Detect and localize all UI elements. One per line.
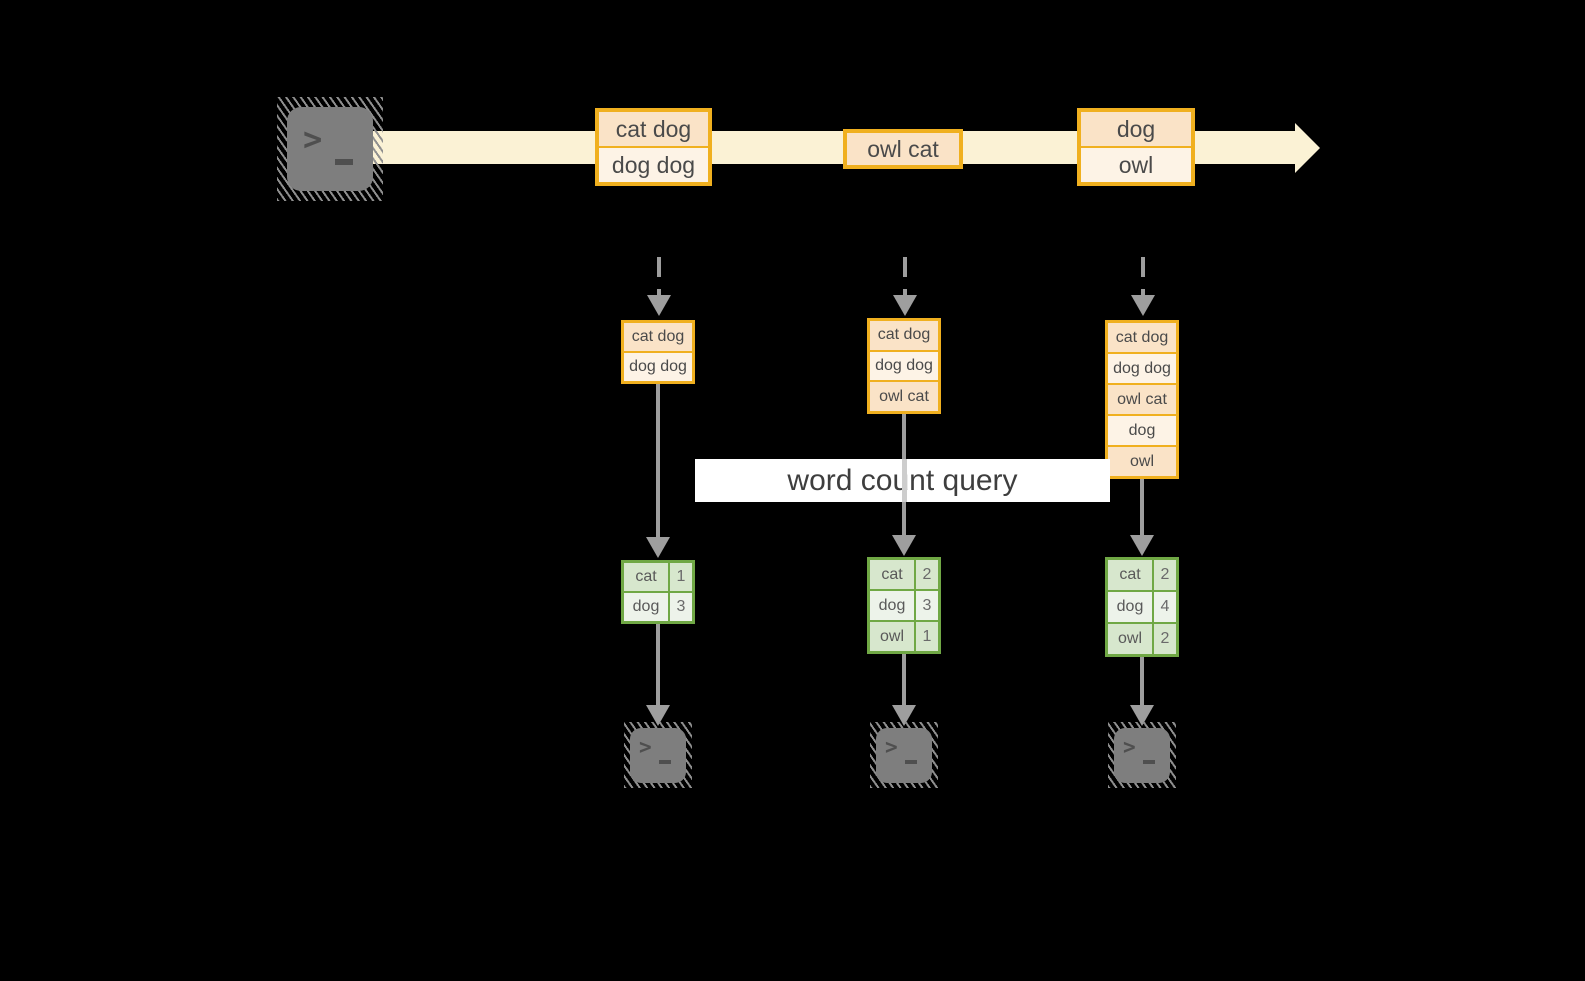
accumulator-box: cat dog dog dog owl cat dog owl [1105,320,1179,479]
accumulator-box: cat dog dog dog owl cat [867,318,941,414]
prompt-underscore-icon [905,760,917,764]
count-row: cat 1 [624,563,692,593]
flow-arrow-icon [1129,479,1155,556]
count-table: cat 2 dog 4 owl 2 [1105,557,1179,657]
count-table: cat 1 dog 3 [621,560,695,624]
prompt-underscore-icon [1143,760,1155,764]
flow-arrow-icon [891,654,917,726]
count-row: dog 3 [624,593,692,621]
accumulator-row: dog dog [870,351,938,383]
accumulator-box: cat dog dog dog [621,320,695,384]
word-cell: owl [870,622,916,651]
prompt-icon: > [303,120,323,158]
accumulator-row: owl cat [1108,385,1176,416]
prompt-icon: > [885,735,898,759]
accumulator-row: cat dog [870,321,938,352]
stream-event-box: cat dog dog dog [595,108,712,186]
flow-arrow-icon [1129,657,1155,726]
count-cell: 2 [1154,560,1176,590]
dashed-arrow-icon [646,257,672,316]
count-cell: 3 [916,591,938,620]
word-cell: owl [1108,624,1154,654]
count-row: owl 2 [1108,624,1176,654]
count-cell: 3 [670,593,692,621]
terminal-output-icon: > [876,728,932,783]
stream-event-row: dog dog [599,148,708,182]
accumulator-row: dog dog [1108,354,1176,385]
count-row: cat 2 [1108,560,1176,592]
word-cell: cat [1108,560,1154,590]
accumulator-row: cat dog [624,323,692,353]
count-row: cat 2 [870,560,938,591]
word-cell: cat [624,563,670,591]
count-cell: 1 [670,563,692,591]
count-table: cat 2 dog 3 owl 1 [867,557,941,654]
word-cell: dog [1108,592,1154,622]
accumulator-row: dog [1108,416,1176,447]
stream-event-row: owl [1081,148,1191,182]
accumulator-row: dog dog [624,353,692,381]
prompt-underscore-icon [335,159,353,165]
stream-event-row: cat dog [599,112,708,148]
word-cell: cat [870,560,916,589]
stream-event-box: owl cat [843,129,963,169]
arrow-overlay-strip [902,459,907,502]
prompt-underscore-icon [659,760,671,764]
word-cell: dog [624,593,670,621]
dashed-arrow-icon [1130,257,1156,316]
count-row: dog 4 [1108,592,1176,624]
count-cell: 4 [1154,592,1176,622]
stream-arrowhead-icon [1295,123,1320,173]
terminal-output-icon: > [630,728,686,783]
stream-event-box: dog owl [1077,108,1195,186]
terminal-output-icon: > [1114,728,1170,783]
stream-event-row: owl cat [847,133,959,165]
count-cell: 2 [1154,624,1176,654]
flow-arrow-icon [645,384,671,558]
stream-event-row: dog [1081,112,1191,148]
count-row: owl 1 [870,622,938,651]
flow-arrow-icon [645,624,671,726]
terminal-input-icon: > [287,107,373,191]
dashed-arrow-icon [892,257,918,316]
accumulator-row: owl [1108,447,1176,476]
prompt-icon: > [1123,735,1136,759]
word-cell: dog [870,591,916,620]
count-cell: 1 [916,622,938,651]
prompt-icon: > [639,735,652,759]
count-row: dog 3 [870,591,938,622]
count-cell: 2 [916,560,938,589]
accumulator-row: cat dog [1108,323,1176,354]
accumulator-row: owl cat [870,382,938,412]
